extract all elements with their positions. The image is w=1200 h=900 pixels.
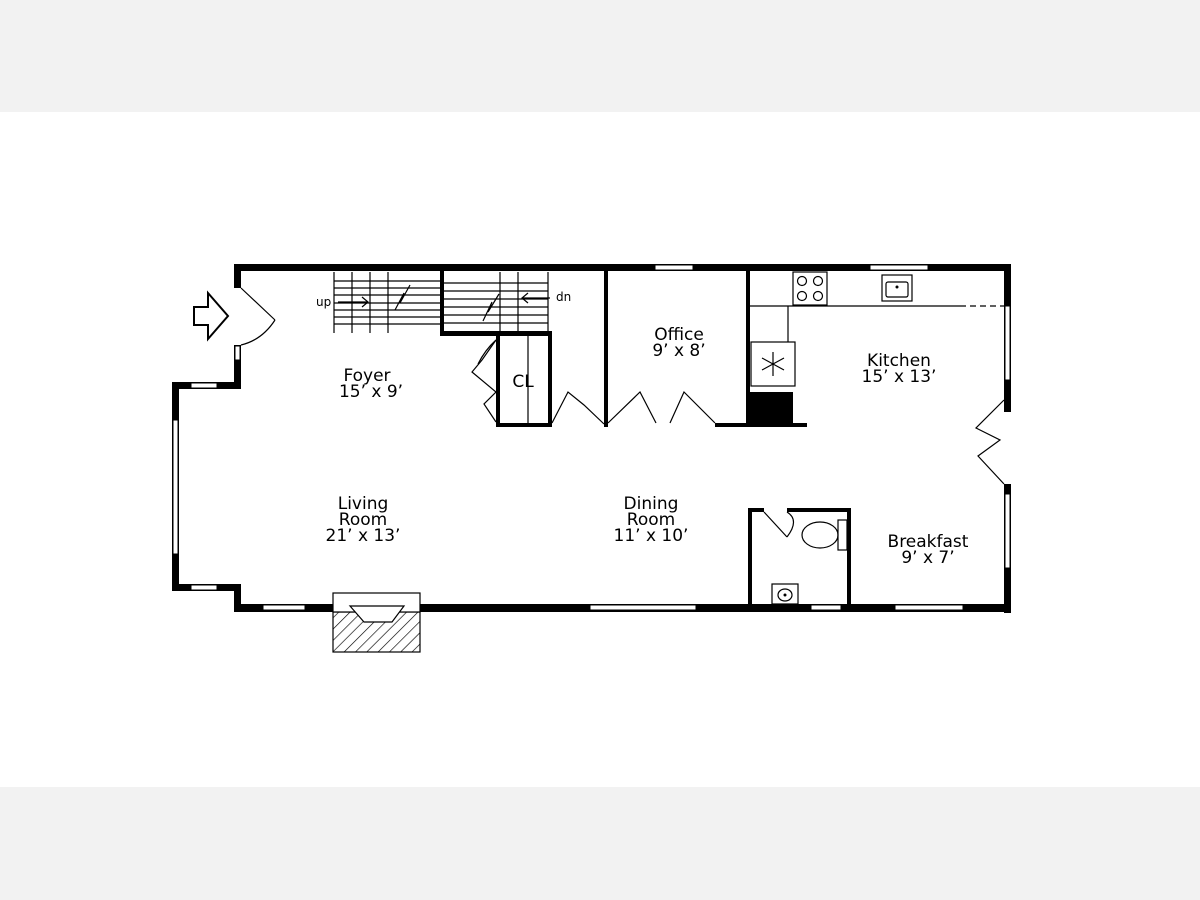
kitchen-label: Kitchen 15’ x 13’	[862, 351, 937, 387]
closet-bifold-door[interactable]	[471, 339, 497, 423]
foyer-size: 15’ x 9’	[339, 382, 403, 402]
top-band	[0, 0, 1200, 112]
exterior-walls	[172, 264, 1011, 613]
toilet-icon	[801, 519, 848, 551]
fireplace	[332, 592, 421, 653]
dining-name-line1: Dining	[624, 494, 679, 514]
sink-icon	[881, 274, 913, 302]
bathroom-sink-icon	[771, 583, 799, 605]
living-name-line2: Room	[339, 510, 387, 530]
closet-name: CL	[512, 372, 534, 392]
office-name: Office	[654, 325, 704, 345]
entry-arrow-icon	[193, 290, 230, 342]
kitchen-counter	[750, 305, 1004, 342]
stairs-down-label: dn	[556, 290, 571, 304]
down-stairs: dn	[444, 272, 571, 331]
breakfast-name: Breakfast	[888, 532, 969, 552]
bathroom-door[interactable]	[763, 511, 795, 538]
breakfast-label: Breakfast 9’ x 7’	[888, 532, 969, 568]
living-name-line1: Living	[338, 494, 389, 514]
living-size: 21’ x 13’	[326, 526, 401, 546]
dining-name-line2: Room	[627, 510, 675, 530]
dining-size: 11’ x 10’	[614, 526, 689, 546]
living-room-label: Living Room 21’ x 13’	[326, 494, 401, 546]
office-size: 9’ x 8’	[652, 341, 705, 361]
kitchen-side-door[interactable]	[974, 399, 1005, 485]
kitchen-size: 15’ x 13’	[862, 367, 937, 387]
front-door[interactable]	[240, 287, 276, 346]
dining-room-label: Dining Room 11’ x 10’	[614, 494, 689, 546]
foyer-name: Foyer	[343, 366, 390, 386]
kitchen-cabinet-block	[750, 392, 793, 423]
foyer-stairs: up	[316, 272, 440, 333]
breakfast-size: 9’ x 7’	[901, 548, 954, 568]
windows	[172, 264, 1011, 611]
office-bifold-door[interactable]	[607, 390, 716, 424]
bottom-band	[0, 787, 1200, 900]
stairs-up-label: up	[316, 295, 331, 309]
kitchen-name: Kitchen	[867, 351, 931, 371]
closet-label: CL	[512, 372, 534, 392]
office-label: Office 9’ x 8’	[652, 325, 705, 361]
hall-swing-door[interactable]	[551, 391, 605, 425]
refrigerator-icon	[750, 341, 796, 387]
stove-icon	[792, 271, 828, 306]
interior-walls	[440, 271, 851, 607]
foyer-label: Foyer 15’ x 9’	[339, 366, 403, 402]
